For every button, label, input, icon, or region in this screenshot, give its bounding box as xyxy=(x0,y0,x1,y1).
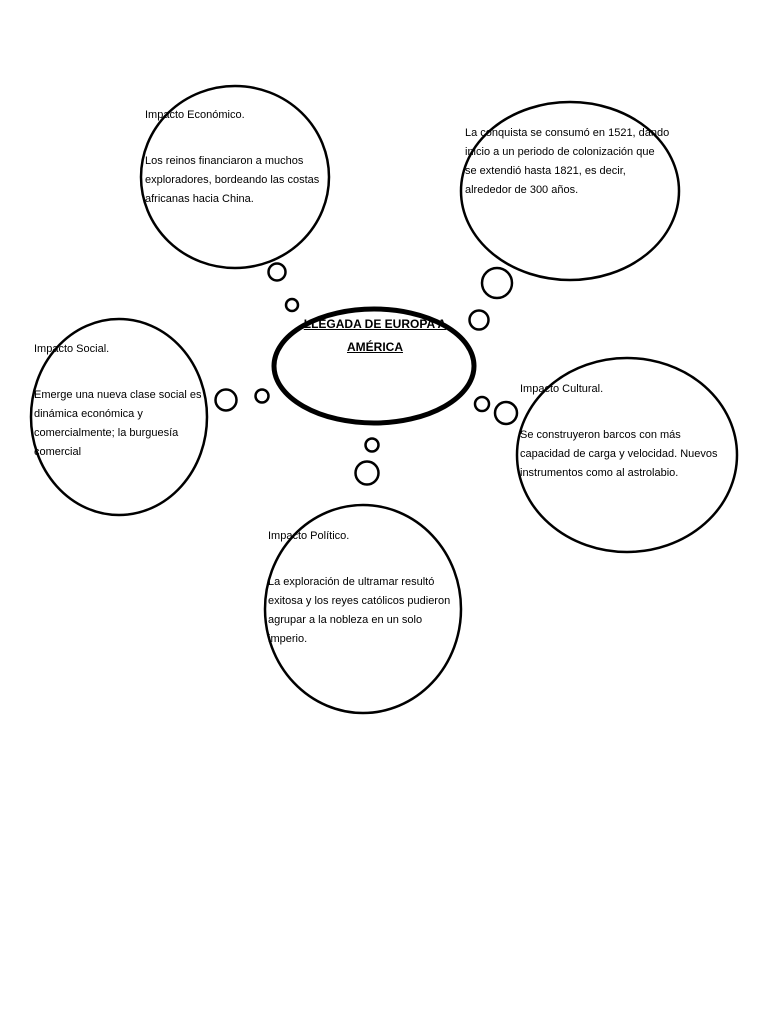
economico-text: Los reinos financiaron a muchos explorad… xyxy=(145,155,320,205)
bubble-politico xyxy=(263,503,463,715)
bubble-social xyxy=(29,317,209,517)
connector-dot-economico-small xyxy=(284,297,300,313)
conquista-block: La conquista se consumó en 1521, dando i… xyxy=(465,105,705,219)
center-title: LLEGADA DE EUROPA A AMÉRICA xyxy=(290,313,460,359)
bubble-economico xyxy=(139,84,331,270)
social-text: Emerge una nueva clase social es dinámic… xyxy=(34,389,202,458)
connector-dot-social-small xyxy=(254,388,270,404)
connector-dot-social-large xyxy=(214,388,238,412)
politico-label: Impacto Político. xyxy=(268,530,350,542)
connector-dot-economico-large xyxy=(267,262,287,282)
connector-dot-cultural-large xyxy=(493,400,519,426)
bubble-conquista xyxy=(459,100,681,282)
social-label: Impacto Social. xyxy=(34,343,110,355)
center-title-line2: AMÉRICA xyxy=(347,340,403,354)
bubble-cultural xyxy=(515,356,739,554)
cultural-block: Impacto Cultural. Se construyeron barcos… xyxy=(520,361,760,502)
center-title-line1: LLEGADA DE EUROPA A xyxy=(303,317,447,331)
connector-dot-cultural-small xyxy=(473,395,491,413)
economico-block: Impacto Económico. Los reinos financiaro… xyxy=(145,87,345,228)
economico-label: Impacto Económico. xyxy=(145,109,245,121)
conquista-text: La conquista se consumó en 1521, dando i… xyxy=(465,127,670,196)
politico-block: Impacto Político. La exploración de ultr… xyxy=(268,508,498,668)
connector-dot-politico-large xyxy=(354,460,380,486)
cultural-label: Impacto Cultural. xyxy=(520,383,604,395)
connector-dot-politico-small xyxy=(364,437,380,453)
social-block: Impacto Social. Emerge una nueva clase s… xyxy=(34,321,234,481)
politico-text: La exploración de ultramar resultó exito… xyxy=(268,576,451,645)
center-oval xyxy=(271,306,477,426)
cultural-text: Se construyeron barcos con más capacidad… xyxy=(520,429,718,479)
connector-dot-conquista-large xyxy=(480,266,514,300)
connector-dot-conquista-small xyxy=(468,309,490,331)
